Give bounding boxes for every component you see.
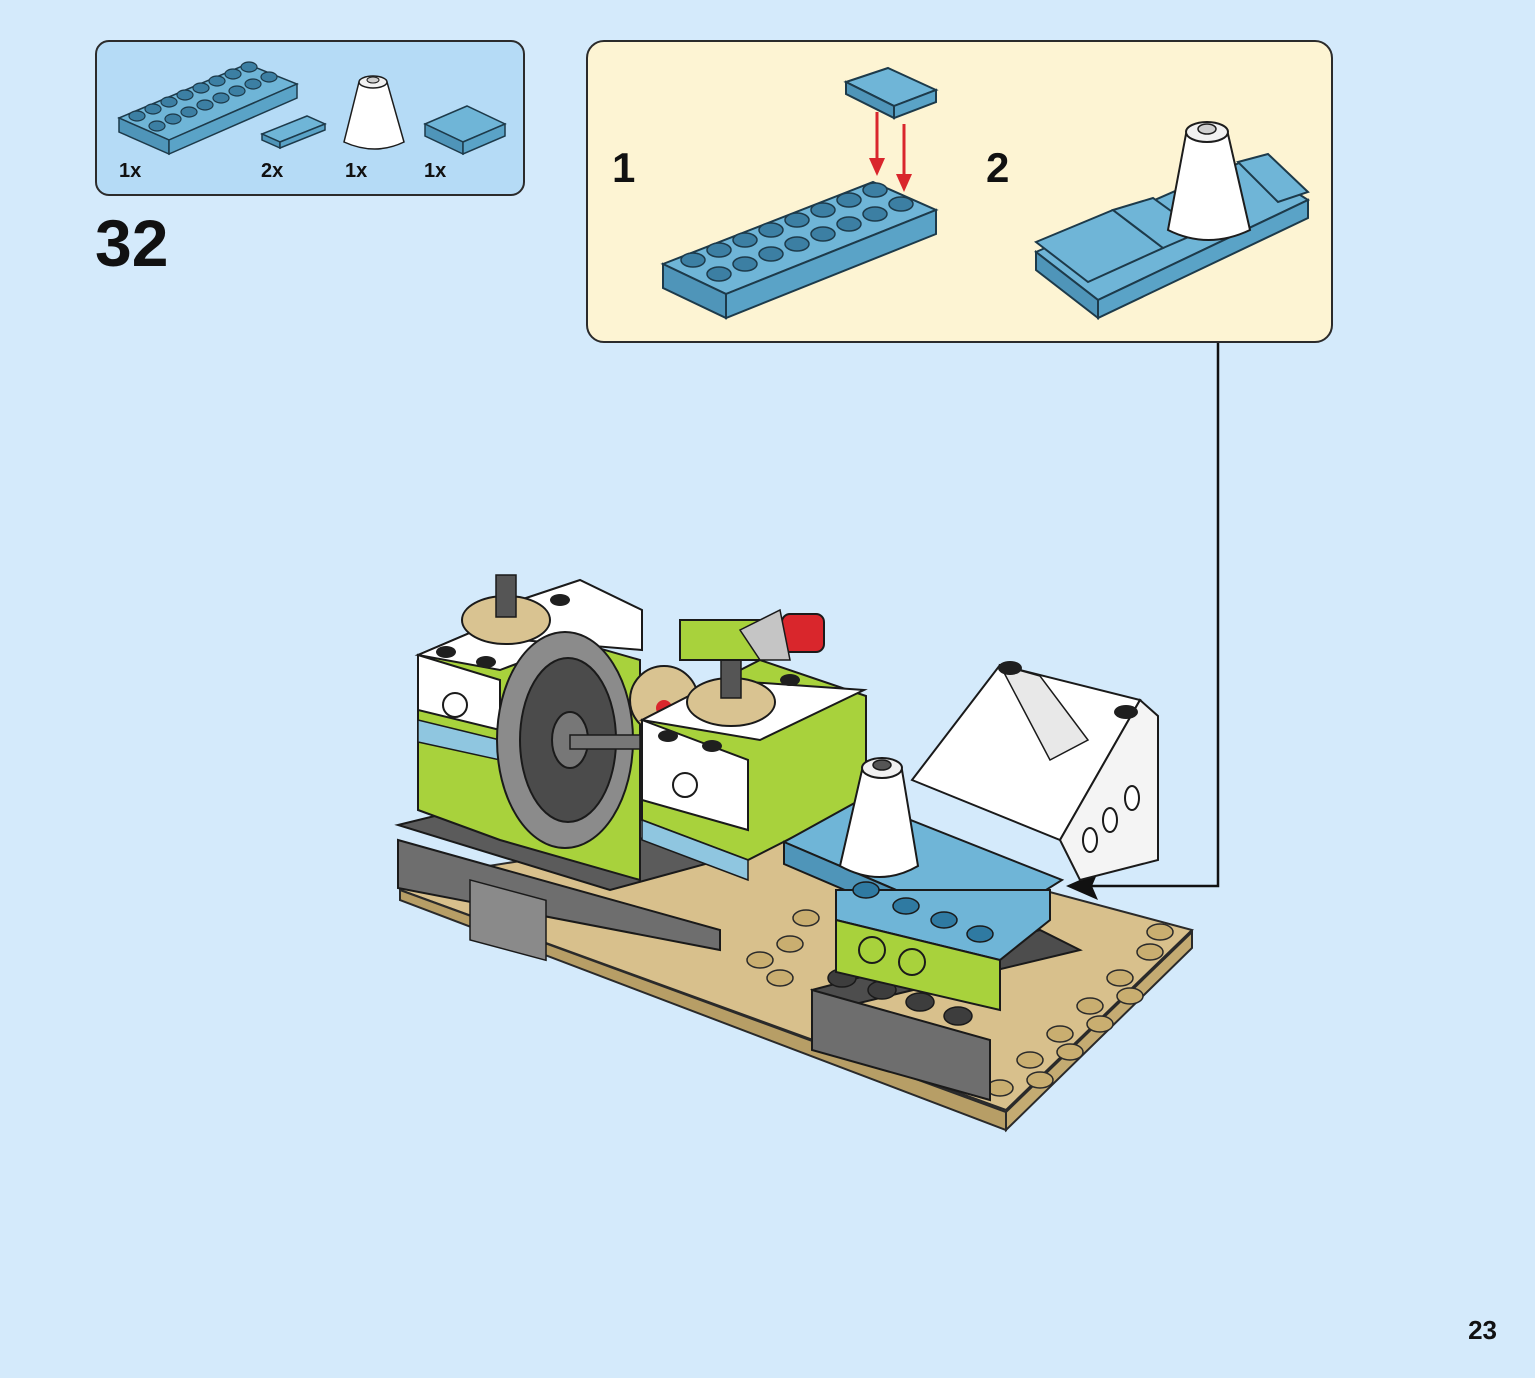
parts-list-box: 1x 2x 1x 1x	[95, 40, 525, 196]
part-quantity-tile-2x2: 1x	[424, 160, 447, 182]
callout-arrow-icon	[1066, 872, 1098, 900]
large-gear	[496, 631, 641, 849]
cone-part	[343, 75, 405, 150]
substep-1-number: 1	[612, 144, 636, 191]
down-arrow-icon	[869, 112, 912, 192]
substep-1-illustration	[660, 66, 939, 320]
azure-subassembly-placed	[781, 757, 1065, 1012]
part-quantity-cone: 1x	[345, 160, 368, 182]
substep-2-illustration	[1034, 121, 1311, 321]
subassembly-box: 1 2	[586, 40, 1333, 343]
part-quantity-tile-1x2: 2x	[261, 160, 284, 182]
substep-2-number: 2	[986, 144, 1010, 191]
step-number: 32	[95, 206, 169, 280]
page-number: 23	[1468, 1315, 1497, 1345]
tile-2x2-part	[423, 105, 507, 156]
right-seat	[910, 661, 1159, 882]
middle-tower	[638, 608, 868, 882]
plate-2x8-part	[117, 61, 299, 156]
tile-1x2-part	[260, 115, 327, 150]
part-quantity-plate: 1x	[119, 160, 142, 182]
